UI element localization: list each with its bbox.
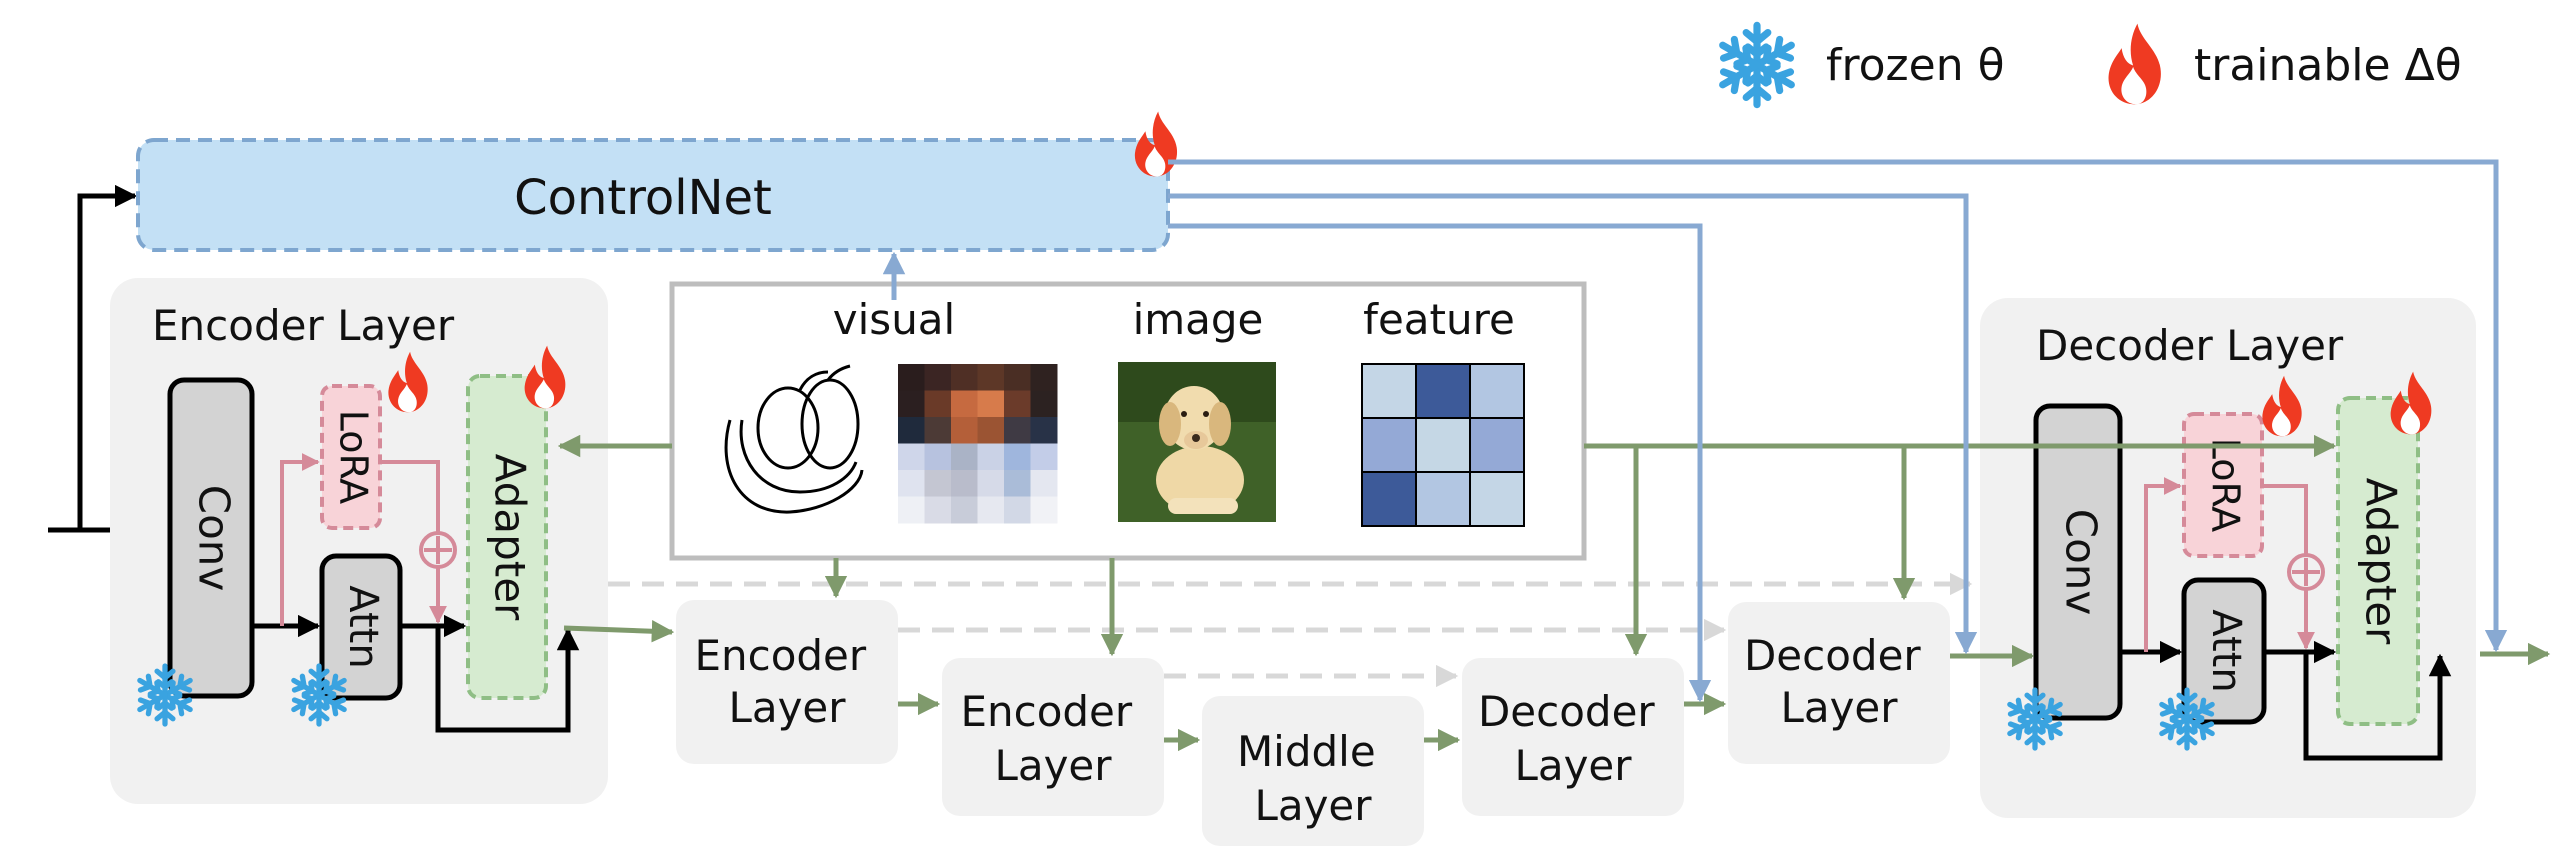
- pixel-cell: [951, 470, 978, 497]
- pixel-cell: [1004, 443, 1031, 471]
- prompt-feature-label: feature: [1363, 295, 1515, 344]
- pixel-cell: [977, 417, 1005, 444]
- pixel-cell: [977, 470, 1005, 497]
- pixel-cell: [1030, 470, 1058, 497]
- pixel-cell: [1030, 417, 1058, 444]
- pixel-cell: [1030, 443, 1058, 471]
- main-flow-arrows: [563, 620, 2551, 752]
- pixel-cell: [924, 390, 952, 418]
- legend-snowflake-icon: [1717, 25, 1796, 104]
- pixel-cell: [924, 443, 952, 471]
- pixel-cell: [977, 496, 1005, 524]
- feature-cell: [1469, 471, 1525, 527]
- legend-trainable-label: trainable Δθ: [2194, 40, 2462, 91]
- encoder-add-icon: [419, 531, 457, 569]
- encoder-lora-label: LoRA: [332, 410, 376, 505]
- encoder-adapter-label: Adapter: [486, 454, 535, 621]
- controlnet-flame-icon: [1134, 111, 1178, 177]
- pixel-cell: [898, 470, 925, 497]
- prompt-visual-label: visual: [833, 295, 955, 344]
- pixel-cell: [1030, 390, 1058, 418]
- unet-encoder-block-2: [942, 658, 1164, 816]
- pixel-cell: [951, 443, 978, 471]
- encoder-conv-label: Conv: [190, 485, 239, 592]
- decoder-lora-label: LoRA: [2204, 438, 2248, 533]
- visual-pixelated-image: [898, 364, 1058, 524]
- encoder-adapter-box: [466, 374, 548, 700]
- feature-cell: [1361, 363, 1417, 419]
- controlnet-output-arrows: [882, 159, 2508, 703]
- unet-encoder-block-1: [676, 600, 898, 764]
- decoder-adapter-box: [2336, 396, 2420, 726]
- pixel-cell: [898, 417, 925, 444]
- feature-cell: [1415, 471, 1471, 527]
- unet-encoder-1-label: Encoder Layer: [694, 631, 879, 732]
- encoder-panel-title: Encoder Layer: [152, 301, 455, 350]
- skip-connections: [608, 572, 1973, 688]
- controlnet-label: ControlNet: [514, 170, 772, 226]
- pixel-cell: [1004, 496, 1031, 524]
- feature-cell: [1361, 471, 1417, 527]
- decoder-attn-label: Attn: [2203, 609, 2249, 692]
- pixel-cell: [951, 364, 978, 391]
- feature-cell: [1415, 363, 1471, 419]
- decoder-conv-box: [2033, 403, 2123, 721]
- pixel-cell: [977, 443, 1005, 471]
- pixel-cell: [1004, 470, 1031, 497]
- pixel-cell: [1004, 417, 1031, 444]
- pixel-cell: [1004, 390, 1031, 418]
- legend-flame-icon: [2108, 23, 2161, 105]
- decoder-add-icon: [2287, 553, 2325, 591]
- pixel-cell: [898, 496, 925, 524]
- legend-frozen-label: frozen θ: [1826, 40, 2005, 91]
- pixel-cell: [1004, 364, 1031, 391]
- prompt-condition-arrows: [557, 434, 2337, 657]
- encoder-conv-box: [167, 377, 255, 699]
- decoder-panel-title: Decoder Layer: [2036, 321, 2344, 370]
- unet-decoder-1-label: Decoder Layer: [1478, 687, 1668, 790]
- feature-cell: [1469, 417, 1525, 473]
- feature-grid: [1361, 363, 1525, 527]
- pixel-cell: [1030, 496, 1058, 524]
- pixel-cell: [951, 417, 978, 444]
- pixel-cell: [924, 417, 952, 444]
- feature-cell: [1469, 363, 1525, 419]
- prompt-image-label: image: [1133, 295, 1264, 344]
- visual-sketch-image: [714, 362, 872, 524]
- pixel-cell: [924, 470, 952, 497]
- image-dog-photo: [1118, 362, 1276, 522]
- feature-cell: [1361, 417, 1417, 473]
- unet-decoder-block-1: [1462, 658, 1684, 816]
- decoder-conv-label: Conv: [2057, 509, 2106, 616]
- decoder-detail-arrows: [2120, 477, 2452, 761]
- decoder-adapter-label: Adapter: [2357, 478, 2406, 645]
- unet-middle-block: [1202, 696, 1424, 846]
- pixel-cell: [898, 390, 925, 418]
- pixel-cell: [951, 390, 978, 418]
- pixel-cell: [898, 364, 925, 391]
- unet-decoder-2-label: Decoder Layer: [1744, 631, 1934, 732]
- pixel-cell: [1030, 364, 1058, 391]
- encoder-attn-label: Attn: [340, 585, 386, 668]
- encoder-lora-box: [320, 384, 382, 530]
- pixel-cell: [924, 364, 952, 391]
- pixel-cell: [924, 496, 952, 524]
- unet-middle-label: Middle Layer: [1237, 727, 1389, 830]
- pixel-cell: [977, 364, 1005, 391]
- pixel-cell: [977, 390, 1005, 418]
- unet-encoder-2-label: Encoder Layer: [960, 687, 1145, 790]
- unet-decoder-block-2: [1728, 602, 1950, 764]
- feature-cell: [1415, 417, 1471, 473]
- pixel-cell: [898, 443, 925, 471]
- pixel-cell: [951, 496, 978, 524]
